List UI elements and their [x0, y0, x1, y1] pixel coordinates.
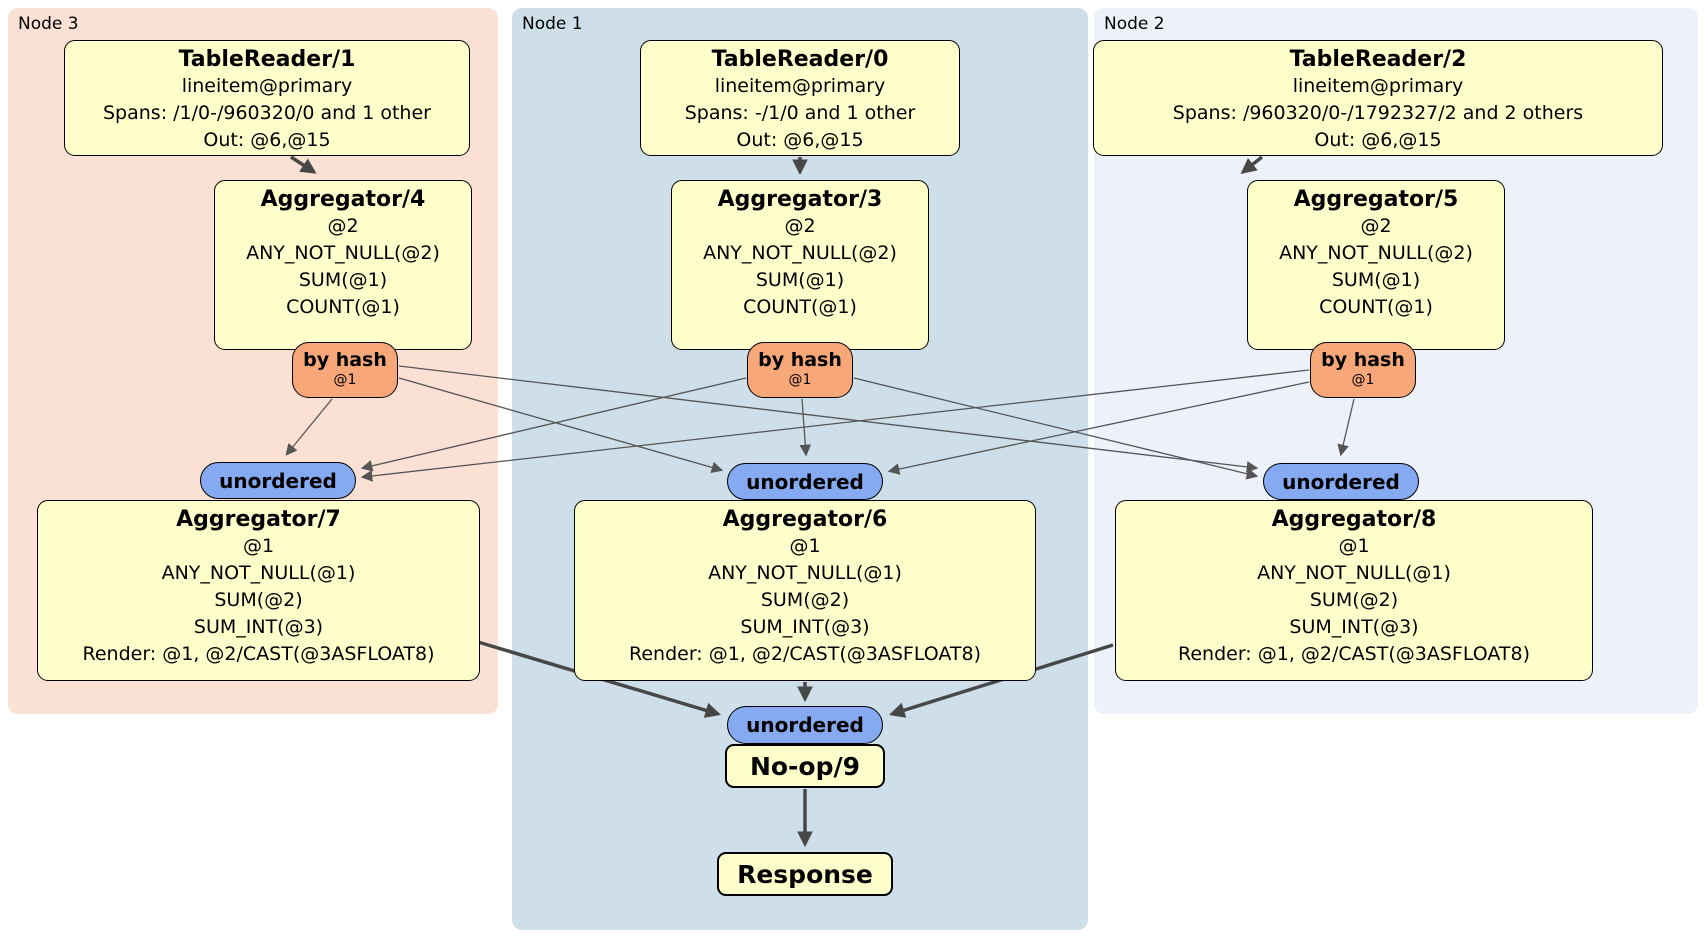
node2-label: Node 2: [1104, 14, 1165, 34]
router-detail: @1: [333, 372, 357, 388]
router-label: by hash: [303, 349, 387, 371]
processor-detail: SUM_INT(@3): [193, 616, 324, 638]
router-by-hash-4: by hash @1: [292, 342, 398, 398]
edge-tablereader2-aggregator5: [1240, 155, 1264, 174]
edge-hash4-unordered8: [398, 365, 1259, 473]
processor-detail: SUM(@1): [755, 269, 845, 291]
processor-detail: lineitem@primary: [1292, 75, 1464, 97]
processor-detail: @2: [327, 215, 359, 237]
edge-hash4-unordered6: [398, 377, 724, 474]
router-detail: @1: [788, 372, 812, 388]
processor-aggregator-8: Aggregator/8 @1 ANY_NOT_NULL(@1) SUM(@2)…: [1115, 500, 1593, 681]
processor-tablereader-1: TableReader/1 lineitem@primary Spans: /1…: [64, 40, 470, 156]
processor-title: Aggregator/6: [722, 507, 888, 532]
processor-detail: ANY_NOT_NULL(@1): [161, 562, 356, 584]
sync-unordered-7: unordered: [200, 462, 356, 499]
sync-unordered-9: unordered: [727, 706, 883, 744]
processor-detail: SUM(@1): [1331, 269, 1421, 291]
processor-detail: COUNT(@1): [743, 296, 857, 318]
node1-label: Node 1: [522, 14, 583, 34]
processor-title: Aggregator/5: [1293, 187, 1459, 212]
processor-title: Aggregator/4: [260, 187, 426, 212]
processor-detail: Render: @1, @2/CAST(@3ASFLOAT8): [82, 643, 435, 665]
node3-label: Node 3: [18, 14, 79, 34]
processor-detail: Spans: -/1/0 and 1 other: [684, 102, 916, 124]
processor-aggregator-4: Aggregator/4 @2 ANY_NOT_NULL(@2) SUM(@1)…: [214, 180, 472, 350]
edge-hash4-unordered7: [285, 398, 333, 456]
processor-detail: @1: [242, 535, 275, 557]
processor-aggregator-3: Aggregator/3 @2 ANY_NOT_NULL(@2) SUM(@1)…: [671, 180, 929, 350]
router-label: by hash: [758, 349, 842, 371]
processor-detail: ANY_NOT_NULL(@1): [708, 562, 902, 584]
processor-detail: ANY_NOT_NULL(@1): [1257, 562, 1451, 584]
processor-detail: SUM_INT(@3): [1289, 616, 1419, 638]
processor-detail: ANY_NOT_NULL(@2): [1279, 242, 1473, 264]
processor-detail: COUNT(@1): [286, 296, 400, 318]
processor-detail: ANY_NOT_NULL(@2): [703, 242, 897, 264]
processor-detail: @2: [1360, 215, 1392, 237]
processor-aggregator-6: Aggregator/6 @1 ANY_NOT_NULL(@1) SUM(@2)…: [574, 500, 1036, 681]
processor-detail: Out: @6,@15: [736, 129, 864, 151]
processor-detail: @1: [789, 535, 821, 557]
processor-detail: lineitem@primary: [181, 75, 353, 97]
sync-unordered-6: unordered: [727, 463, 883, 500]
edge-tablereader1-aggregator4: [290, 155, 317, 174]
edge-hash3-unordered7: [360, 377, 747, 472]
processor-title: TableReader/0: [711, 47, 889, 72]
processor-detail: Out: @6,@15: [203, 129, 331, 151]
processor-noop-9: No-op/9: [725, 744, 885, 788]
processor-detail: SUM(@2): [214, 589, 303, 611]
edge-hash5-unordered8: [1337, 398, 1355, 457]
processor-detail: lineitem@primary: [714, 75, 886, 97]
processor-aggregator-5: Aggregator/5 @2 ANY_NOT_NULL(@2) SUM(@1)…: [1247, 180, 1505, 350]
processor-detail: Render: @1, @2/CAST(@3ASFLOAT8): [629, 643, 981, 665]
processor-detail: SUM(@1): [298, 269, 388, 291]
processor-detail: SUM(@2): [1309, 589, 1399, 611]
processor-detail: Spans: /1/0-/960320/0 and 1 other: [103, 102, 431, 124]
edge-hash5-unordered7: [360, 369, 1310, 482]
edge-hash5-unordered6: [887, 381, 1310, 475]
router-label: by hash: [1321, 349, 1405, 371]
processor-title: TableReader/2: [1289, 47, 1467, 72]
processor-detail: Render: @1, @2/CAST(@3ASFLOAT8): [1178, 643, 1530, 665]
processor-detail: Spans: /960320/0-/1792327/2 and 2 others: [1172, 102, 1584, 124]
processor-title: Aggregator/7: [176, 507, 341, 532]
edge-hash3-unordered8: [853, 377, 1259, 480]
processor-detail: ANY_NOT_NULL(@2): [246, 242, 440, 264]
processor-detail: SUM_INT(@3): [740, 616, 870, 638]
router-detail: @1: [1351, 372, 1375, 388]
processor-title: Aggregator/8: [1271, 507, 1437, 532]
processor-tablereader-2: TableReader/2 lineitem@primary Spans: /9…: [1093, 40, 1663, 156]
router-by-hash-5: by hash @1: [1310, 342, 1416, 398]
sync-unordered-8: unordered: [1263, 463, 1419, 500]
processor-aggregator-7: Aggregator/7 @1 ANY_NOT_NULL(@1) SUM(@2)…: [37, 500, 480, 681]
processor-detail: @2: [784, 215, 816, 237]
processor-detail: COUNT(@1): [1319, 296, 1433, 318]
router-by-hash-3: by hash @1: [747, 342, 853, 398]
processor-title: Aggregator/3: [717, 187, 883, 212]
processor-response: Response: [717, 852, 893, 896]
processor-detail: Out: @6,@15: [1314, 129, 1442, 151]
processor-detail: SUM(@2): [760, 589, 850, 611]
processor-tablereader-0: TableReader/0 lineitem@primary Spans: -/…: [640, 40, 960, 156]
processor-detail: @1: [1338, 535, 1370, 557]
processor-title: TableReader/1: [178, 47, 356, 72]
